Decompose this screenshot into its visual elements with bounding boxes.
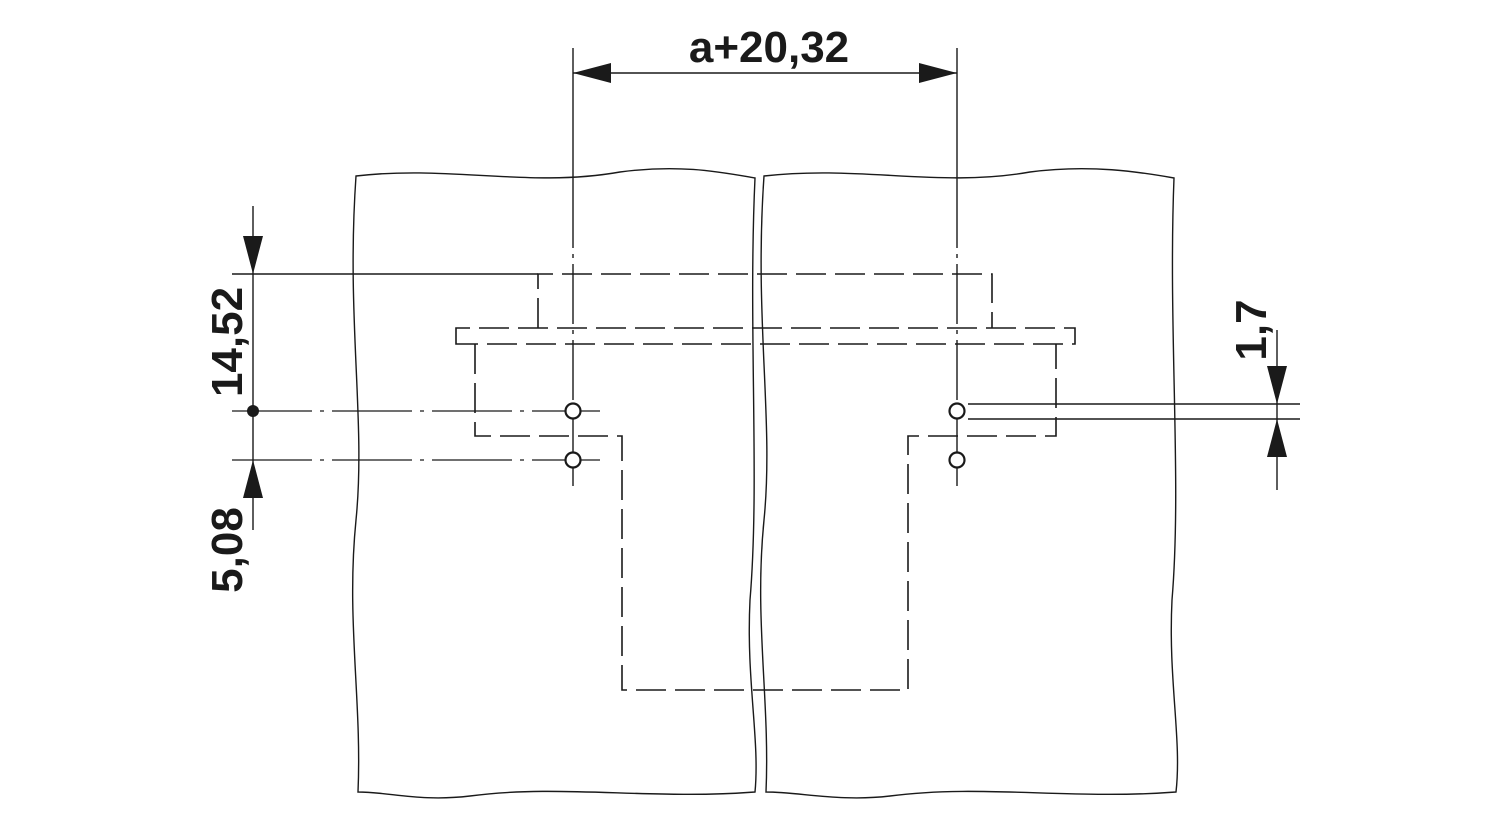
left-board-outline [351,167,757,799]
pitch-label: a+20,32 [689,23,849,72]
offset-arrow-bottom [1267,419,1287,457]
pitch-arrow-left [573,63,611,83]
height-arrow-top [243,236,263,274]
row-spacing-label: 5,08 [203,507,252,593]
right-board-outline [759,167,1179,799]
pin-hole-right-top [948,402,966,420]
housing-upper-outline [537,273,993,328]
pitch-arrow-right [919,63,957,83]
housing-flange-outline [455,327,1076,345]
offset-label: 1,7 [1227,299,1276,360]
row-spacing-arrow-bottom [243,460,263,498]
height-label: 14,52 [203,287,252,397]
offset-arrow-top [1267,366,1287,404]
height-origin-dot [247,405,259,417]
housing-body-outline [474,344,1057,691]
pin-hole-left-bottom [564,451,582,469]
pin-hole-left-top [564,402,582,420]
pin-hole-right-bottom [948,451,966,469]
